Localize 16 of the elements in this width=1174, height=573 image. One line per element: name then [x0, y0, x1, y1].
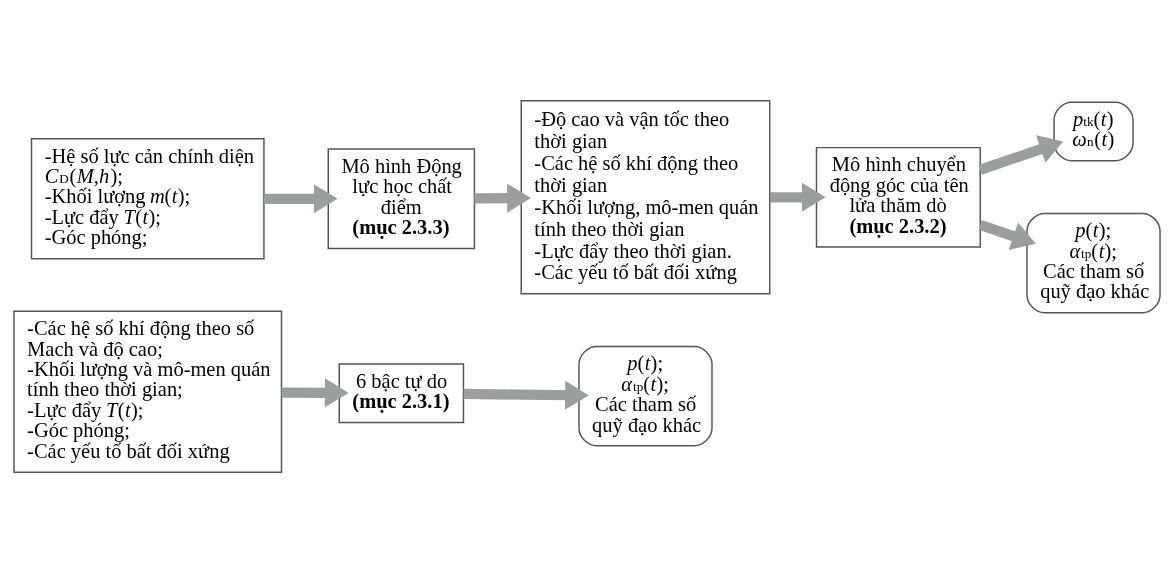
node-box: Mô hình Động lực học chất điểm (mục 2.3.3): [327, 148, 476, 250]
arrow: [978, 135, 1064, 175]
arrow: [474, 183, 531, 213]
node-box: Mô hình chuyển động góc của tên lửa thăm dò (mục 2.3.2): [815, 146, 981, 248]
node-box: -Các hệ số khí động theo số Mach và độ cao; -Khối lượng và mô-men quán tính theo thời gian; -Lực đẩy T(t); -Góc phóng; -Các yếu tố bất đối xứng: [13, 310, 283, 473]
arrow: [770, 182, 826, 212]
node-box: -Hệ số lực cản chính diện CD(M,h); -Khối lượng m(t); -Lực đẩy T(t); -Góc phóng;: [30, 138, 265, 260]
arrow: [463, 380, 589, 410]
arrow: [264, 184, 338, 214]
node-box: ptk(t) ωn(t): [1053, 101, 1134, 162]
arrow: [281, 378, 349, 408]
node-box: p(t); αtp(t); Các tham số quỹ đạo khác: [1026, 212, 1161, 314]
node-box: p(t); αtp(t); Các tham số quỹ đạo khác: [578, 345, 713, 447]
node-box: -Độ cao và vận tốc theo thời gian -Các hệ số khí động theo thời gian -Khối lượng, mô-men quán tính theo thời gian -Lực đẩy theo thời gian. -Các yếu tố bất đối xứng: [520, 100, 771, 295]
arrow: [978, 220, 1036, 250]
node-box: 6 bậc tự do (mục 2.3.1): [338, 363, 465, 424]
